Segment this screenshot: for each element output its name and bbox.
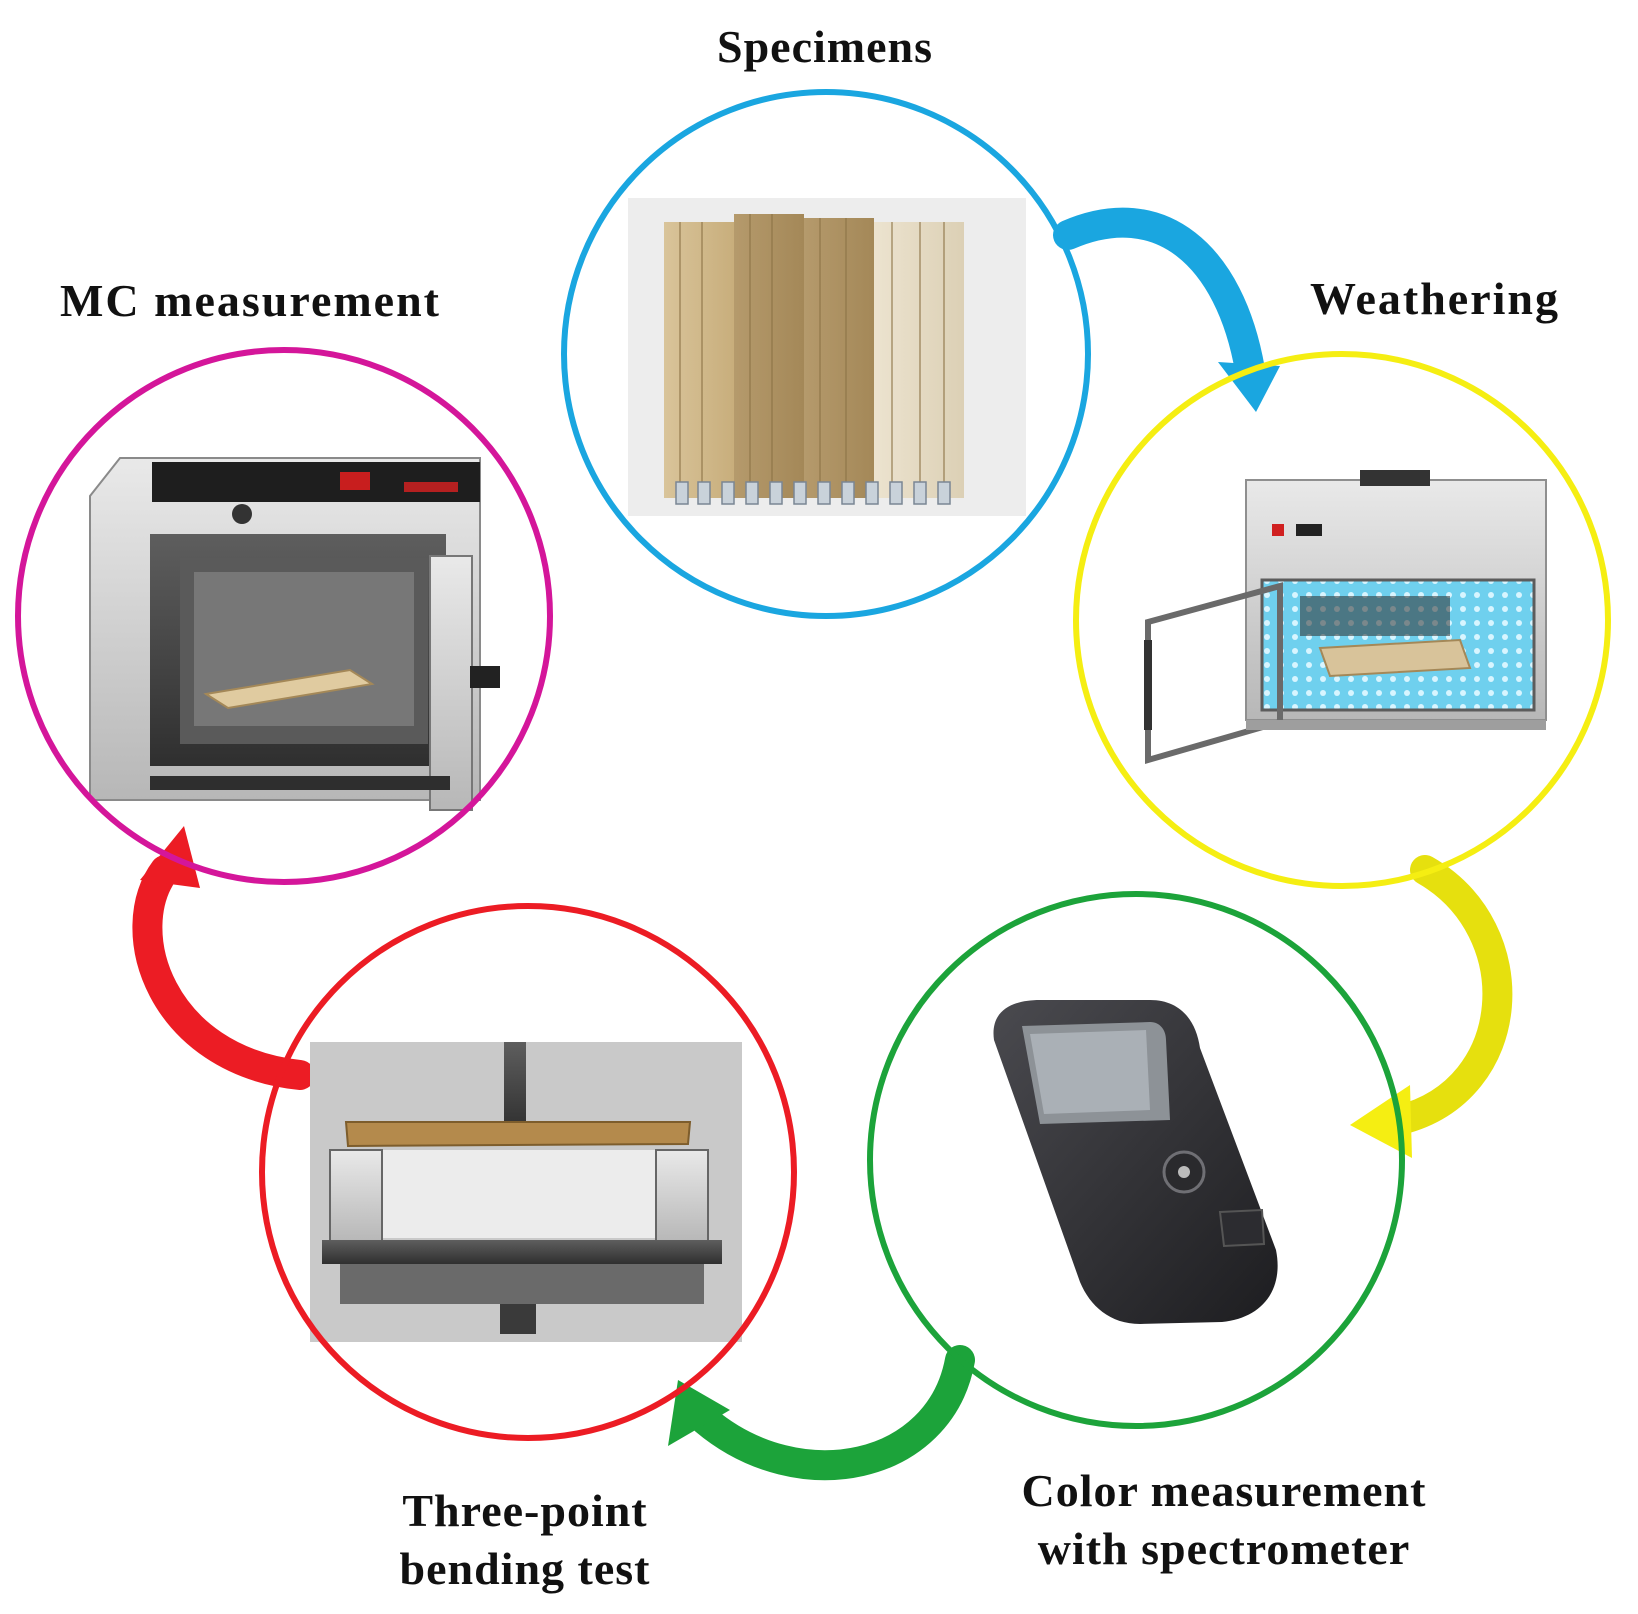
label-three-point-bending: Three-point bending test <box>399 1485 651 1594</box>
label-color-measurement: Color measurement with spectrometer <box>1021 1465 1427 1574</box>
ring-color <box>867 891 1405 1429</box>
arrow-bending-to-mc <box>132 826 315 1090</box>
label-weathering: Weathering <box>1310 273 1560 324</box>
ring-specimens <box>561 89 1091 619</box>
ring-weathering <box>1073 351 1611 889</box>
ring-bending <box>259 903 797 1441</box>
arrow-color-to-bending <box>668 1345 975 1481</box>
weathering-chamber-photo <box>1144 470 1547 764</box>
specimens-photo <box>628 198 1026 516</box>
arrow-specimens-to-weathering <box>1053 207 1280 412</box>
ring-mc <box>15 347 553 885</box>
arrow-weathering-to-color <box>1350 855 1513 1158</box>
label-specimens: Specimens <box>717 21 933 72</box>
label-mc-measurement: MC measurement <box>60 275 441 326</box>
bending-test-photo <box>310 1042 742 1342</box>
spectrometer-photo <box>993 1000 1278 1324</box>
drying-oven-photo <box>89 457 500 811</box>
